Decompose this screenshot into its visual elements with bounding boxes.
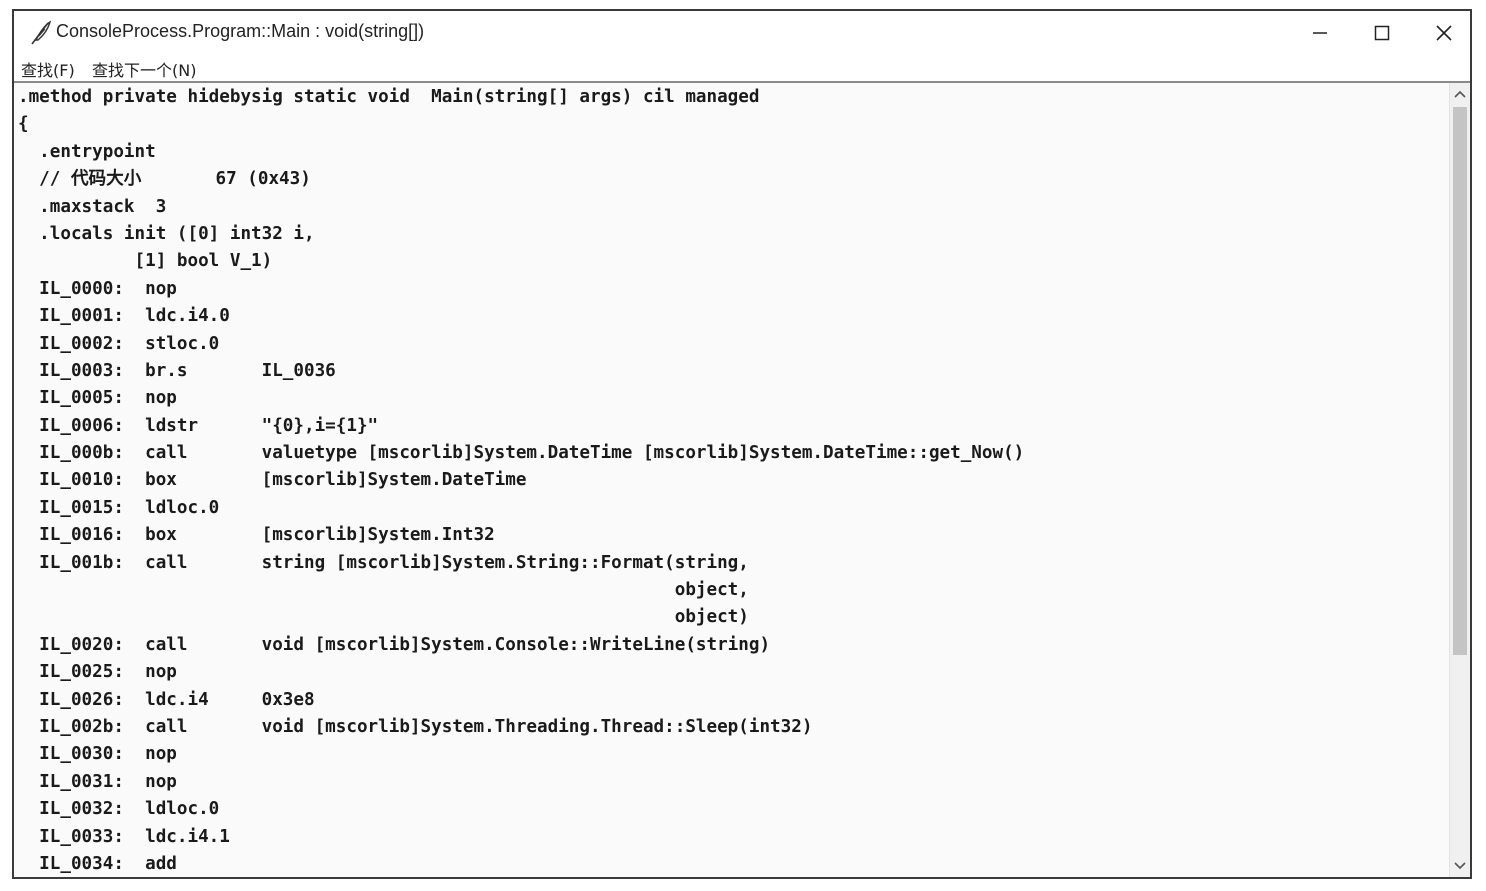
minimize-button[interactable] [1290,11,1350,55]
scroll-up-button[interactable] [1450,83,1470,105]
maximize-button[interactable] [1352,11,1412,55]
code-line: IL_000b: call valuetype [mscorlib]System… [18,443,1025,464]
close-button[interactable] [1414,11,1474,55]
quill-pen-icon [28,20,54,46]
code-line: IL_0016: box [mscorlib]System.Int32 [18,525,495,546]
code-line: IL_0005: nop [18,388,177,409]
code-line: { [18,114,29,135]
chevron-down-icon [1454,862,1466,870]
code-line: .locals init ([0] int32 i, [18,223,315,244]
code-line: IL_0026: ldc.i4 0x3e8 [18,689,315,710]
code-line: IL_0030: nop [18,744,177,765]
code-line: IL_0025: nop [18,662,177,683]
maximize-icon [1374,25,1390,41]
code-line: IL_0031: nop [18,771,177,792]
code-line: IL_0034: add [18,853,177,874]
code-line: IL_0001: ldc.i4.0 [18,306,230,327]
il-code-listing[interactable]: .method private hidebysig static void Ma… [18,84,1024,877]
chevron-up-icon [1454,90,1466,98]
menu-find-next[interactable]: 查找下一个(N) [92,61,197,80]
code-line: IL_0002: stloc.0 [18,333,220,354]
title-bar[interactable]: ConsoleProcess.Program::Main : void(stri… [14,11,1470,55]
code-line: IL_0015: ldloc.0 [18,497,220,518]
code-line: IL_0006: ldstr "{0},i={1}" [18,415,379,436]
code-line: IL_002b: call void [mscorlib]System.Thre… [18,716,813,737]
code-line: IL_0032: ldloc.0 [18,799,220,820]
code-line: .entrypoint [18,141,156,162]
menu-bar: 查找(F) 查找下一个(N) [14,55,1470,83]
code-line: .maxstack 3 [18,196,167,217]
vertical-scrollbar[interactable] [1449,83,1470,877]
il-viewer-window: ConsoleProcess.Program::Main : void(stri… [12,9,1472,879]
code-line: object, [18,580,749,601]
code-line: IL_0010: box [mscorlib]System.DateTime [18,470,527,491]
code-line: IL_0003: br.s IL_0036 [18,360,336,381]
close-icon [1436,25,1452,41]
scroll-thumb[interactable] [1453,107,1467,655]
menu-find[interactable]: 查找(F) [21,61,75,80]
code-line: object) [18,607,749,628]
code-line: IL_0000: nop [18,278,177,299]
code-line: IL_0020: call void [mscorlib]System.Cons… [18,634,771,655]
minimize-icon [1313,32,1327,34]
scroll-down-button[interactable] [1450,855,1470,877]
code-line: .method private hidebysig static void Ma… [18,87,760,107]
code-line: IL_0033: ldc.i4.1 [18,826,230,847]
code-line: [1] bool V_1) [18,251,273,272]
window-title: ConsoleProcess.Program::Main : void(stri… [56,21,425,41]
code-view[interactable]: .method private hidebysig static void Ma… [14,83,1450,877]
code-line: IL_001b: call string [mscorlib]System.St… [18,552,749,573]
code-line: // 代码大小 67 (0x43) [18,169,311,190]
